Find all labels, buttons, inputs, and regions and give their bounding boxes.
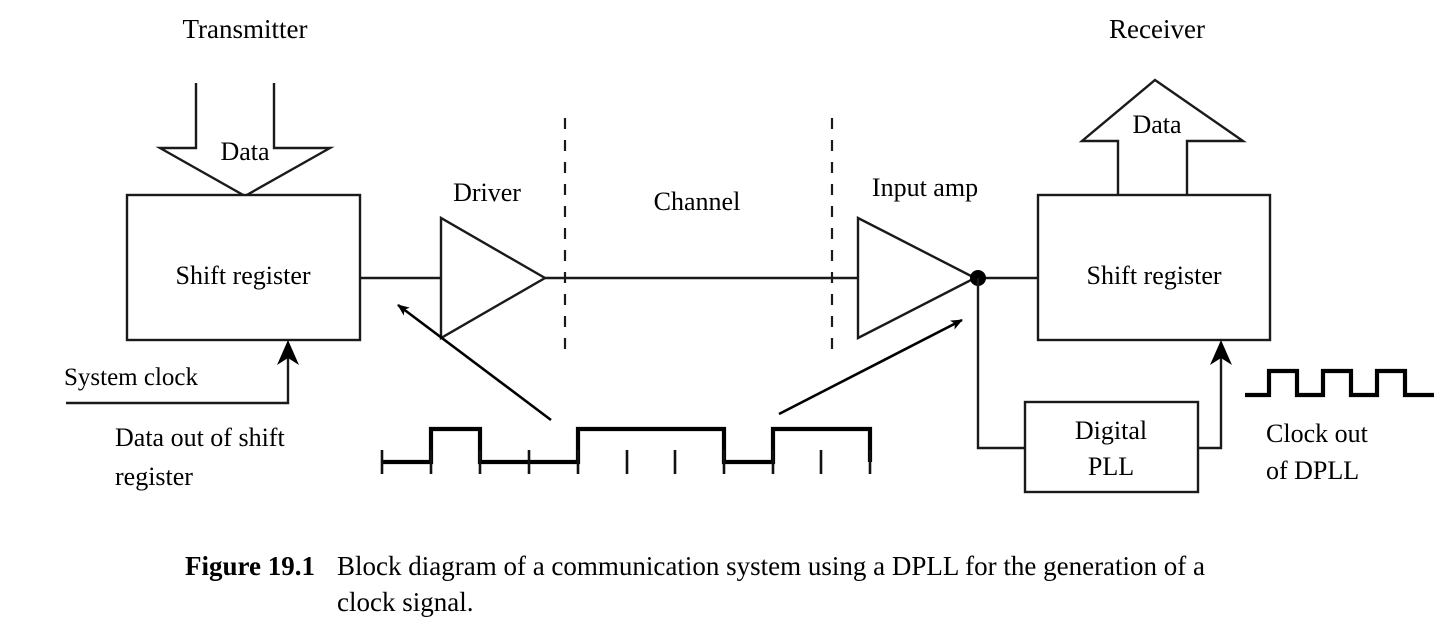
- data-out-of-shift-register-label-line2: register: [115, 462, 193, 491]
- digital-pll-label-line2: PLL: [1087, 452, 1135, 481]
- tx-shift-register-label: Shift register: [175, 261, 311, 290]
- tx-shift-register-box: [125, 193, 362, 342]
- input-amp-label: Input amp: [871, 173, 979, 202]
- transmitter-label: Transmitter: [182, 14, 308, 44]
- clock-waveform: [1245, 368, 1434, 398]
- pll-output-arrowhead: [1210, 340, 1232, 365]
- data-in-label: Data: [220, 137, 270, 166]
- waveform-to-amp-arrow: [778, 318, 963, 416]
- receiver-label: Receiver: [1109, 14, 1205, 44]
- digital-pll-box: [1023, 400, 1200, 494]
- rx-shift-register-label: Shift register: [1086, 261, 1222, 290]
- data-waveform-bit-ticks: [380, 450, 872, 474]
- digital-pll-label-line1: Digital: [1074, 416, 1148, 445]
- pll-input-wire: [976, 278, 1025, 450]
- data-waveform: [382, 426, 873, 465]
- figure-caption-text: Block diagram of a communication system …: [337, 551, 1206, 617]
- driver-label: Driver: [453, 178, 521, 207]
- system-clock-arrowhead: [277, 340, 299, 365]
- driver-triangle: [439, 215, 548, 341]
- channel-label: Channel: [653, 187, 741, 216]
- data-out-of-shift-register-label-line1: Data out of shift: [115, 423, 285, 452]
- clock-out-label-line2: of DPLL: [1266, 456, 1360, 485]
- figure-caption: Figure 19.1 Block diagram of a communicat…: [185, 549, 1295, 620]
- data-out-block-arrow: [1078, 78, 1247, 195]
- system-clock-label: System clock: [64, 364, 199, 391]
- rx-shift-register-box: [1036, 193, 1272, 342]
- data-out-label: Data: [1132, 110, 1182, 139]
- figure-number: Figure 19.1: [185, 551, 315, 581]
- system-clock-wire: [66, 352, 290, 405]
- clock-out-label-line1: Clock out: [1266, 419, 1368, 448]
- pll-output-wire: [1198, 352, 1223, 450]
- waveform-to-driver-arrow: [397, 303, 552, 422]
- input-amp-triangle: [856, 216, 978, 340]
